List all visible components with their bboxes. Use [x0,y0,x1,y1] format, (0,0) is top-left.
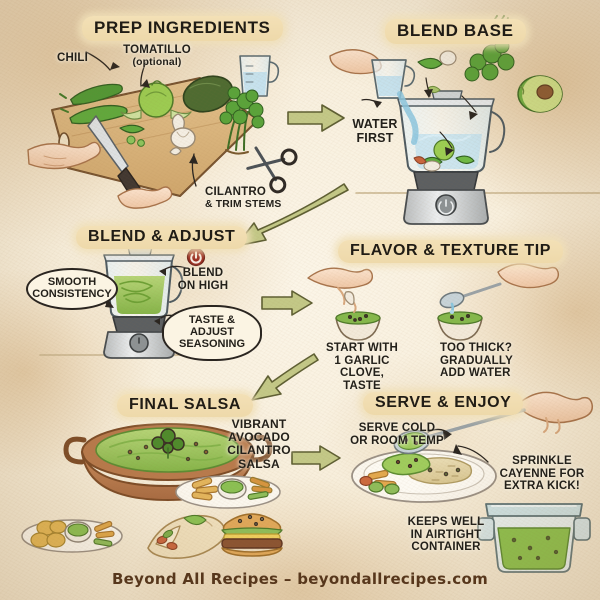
label-garlic-l1: START WITH [325,342,399,354]
label-chili: CHILI [56,52,88,64]
bubble-taste-adjust-seasoning: TASTE & ADJUST SEASONING [162,305,262,361]
arrow-prep-to-blend-base [287,104,345,132]
label-cilantro-trim-stems: CILANTRO & TRIM STEMS [205,186,315,210]
label-salsa-l3: CILANTRO [227,443,291,458]
label-tomatillo-sub: (optional) [132,56,182,68]
label-cayenne-l1: SPRINKLE [512,455,572,467]
label-water-first-sub: FIRST [356,130,394,145]
label-garlic-l3: TASTE [343,379,381,392]
label-water-l1: TOO THICK? [440,342,513,354]
arrow-final-salsa-to-serve [291,445,341,471]
section-title-prep-ingredients: PREP INGREDIENTS [82,16,283,41]
label-cayenne-l3: EXTRA KICK! [504,480,580,493]
label-storage-l3: CONTAINER [411,541,481,554]
section-title-serve-enjoy: SERVE & ENJOY [363,392,524,415]
label-salsa-l4: SALSA [238,456,280,471]
label-cilantro-sub: & TRIM STEMS [205,198,282,210]
art-blend-adjust [39,246,241,359]
label-tomatillo: TOMATILLO (optional) [112,44,202,68]
label-keeps-well-airtight: KEEPS WELL IN AIRTIGHT CONTAINER [398,516,494,554]
art-blend-base [329,15,600,225]
label-blend-on-high: BLEND ON HIGH [172,267,234,292]
section-title-blend-adjust: BLEND & ADJUST [76,226,248,249]
section-title-final-salsa: FINAL SALSA [117,394,254,417]
label-start-with-garlic: START WITH 1 GARLIC CLOVE, TASTE [312,342,412,393]
label-water-first-text: WATER [352,117,398,131]
label-vibrant-avocado-cilantro-salsa: VIBRANT AVOCADO CILANTRO SALSA [212,417,306,471]
art-final-salsa [21,423,283,560]
section-title-flavor-texture-tip: FLAVOR & TEXTURE TIP [338,240,564,263]
label-too-thick-add-water: TOO THICK? GRADUALLY ADD WATER [440,342,550,380]
art-flavor-texture [307,263,560,341]
flow-arrows [235,104,349,471]
label-salsa-l1: VIBRANT [231,417,287,431]
arrow-blend-adjust-to-flavor [261,290,313,316]
label-water-l2: GRADUALLY [440,354,513,367]
label-garlic-l2: 1 GARLIC CLOVE, [334,354,390,380]
label-blend-on-high-sub: ON HIGH [177,279,229,292]
bubble-smooth-consistency: SMOOTH CONSISTENCY [26,268,118,310]
label-water-l3: ADD WATER [440,367,511,380]
art-prep-ingredients [27,51,298,209]
arrow-flavor-to-final-salsa [251,353,319,401]
label-storage-l1: KEEPS WELL [407,516,485,528]
label-tomatillo-text: TOMATILLO [123,44,191,56]
label-serve-l1: SERVE COLD [358,422,436,434]
footer-branding: Beyond All Recipes – beyondallrecipes.co… [111,570,489,588]
label-serve-cold-or-room-temp: SERVE COLD OR ROOM TEMP [342,422,452,447]
label-storage-l2: IN AIRTIGHT [410,528,482,541]
label-water-first: WATER FIRST [340,117,410,146]
section-title-blend-base: BLEND BASE [385,19,526,44]
label-cilantro-text: CILANTRO [205,186,267,198]
label-salsa-l2: AVOCADO [228,430,290,445]
label-cayenne-l2: CAYENNE FOR [499,467,585,480]
label-blend-on-high-text: BLEND [182,267,224,279]
label-sprinkle-cayenne: SPRINKLE CAYENNE FOR EXTRA KICK! [490,455,594,493]
art-serve-enjoy [351,391,594,573]
label-serve-l2: OR ROOM TEMP [350,434,444,447]
